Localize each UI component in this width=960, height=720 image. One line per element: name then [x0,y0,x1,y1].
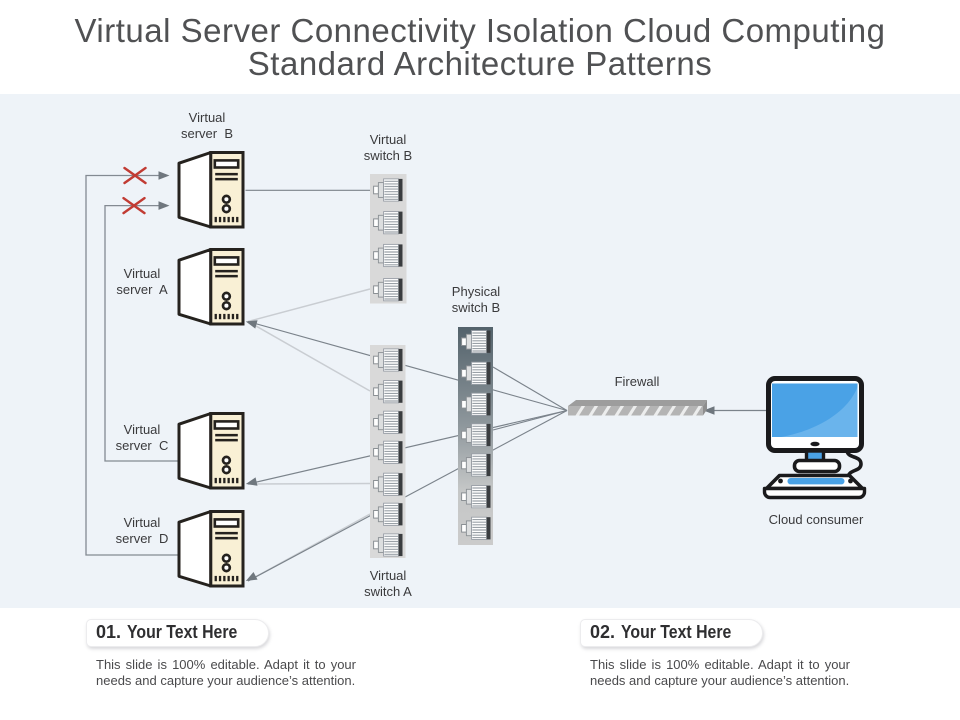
keyboard-dot-left [778,478,783,484]
link-vswitcha-to-server-c [247,482,371,485]
arrowhead-into-server-b-1 [158,171,170,180]
isolation-paths [85,174,179,556]
monitor-button [810,441,820,447]
label-virtual-server-c-line1: Virtual [123,422,161,437]
label-virtual-switch-b-line1: Virtual [369,132,407,147]
label-physical-switch-b-line1: Physical [451,284,501,299]
computer-cable [845,449,863,479]
section-01-heading: 01. Your Text Here [96,622,252,643]
label-virtual-switch-a-line2: switch A [364,584,412,599]
label-virtual-server-b-line1: Virtual [188,110,226,125]
firewall-top-face [568,400,707,406]
arrowhead-into-server-b-2 [158,201,170,210]
slide-title-line1: Virtual Server Connectivity Isolation Cl… [74,12,886,49]
link-vswitchb-to-server-a [247,288,371,323]
label-firewall: Firewall [614,374,660,389]
connection-lines-light [247,288,371,582]
link-firewall-to-physwitch-p2 [492,366,568,411]
monitor-screen-highlight [781,387,858,437]
firewall-front [568,406,703,416]
section-01-number: 01. [96,622,122,642]
section-01-body: This slide is 100% editable. Adapt it to… [96,657,356,688]
section-01-ribbon [86,618,269,647]
label-virtual-switch-b-line2: switch B [363,148,413,163]
section-02-heading-text: Your Text Here [621,622,732,642]
cloud-consumer-icon [762,376,867,500]
keyboard-dot-right [848,478,853,484]
link-firewall-to-server-d [247,409,568,582]
label-cloud-consumer: Cloud consumer [768,512,864,527]
label-physical-switch-b-line2: switch B [451,300,501,315]
arrowhead-into-server-d [243,572,258,585]
link-firewall-to-server-a [247,320,568,412]
label-virtual-server-c-line2: server C [115,438,169,453]
virtual-server-c-icon [177,412,245,490]
label-virtual-server-d-line1: Virtual [123,515,161,530]
virtual-server-d-icon [177,510,245,588]
label-virtual-server-d-line2: server D [115,531,169,546]
link-firewall-to-server-c [247,409,568,485]
physical-switch-b-icon [458,327,493,545]
monitor-stand-base [792,458,842,474]
slide-title: Virtual Server Connectivity Isolation Cl… [0,0,960,80]
section-02-heading: 02. Your Text Here [590,622,746,643]
virtual-switch-b-icon [370,174,407,304]
section-02-body: This slide is 100% editable. Adapt it to… [590,657,850,688]
connection-lines-dark [245,189,767,582]
firewall-end-face [703,400,707,416]
virtual-server-b-icon [177,151,245,229]
link-vswitcha-to-server-a [247,320,371,392]
firewall-stripes [575,406,703,416]
slide-title-line2: Standard Architecture Patterns [247,45,713,82]
virtual-switch-a-icon [370,345,406,558]
label-virtual-switch-a-line1: Virtual [369,568,407,583]
section-02-ribbon [580,618,763,647]
arrowhead-into-server-c [244,477,258,489]
label-virtual-server-a-line2: server A [116,282,168,297]
virtual-server-a-icon [177,248,245,326]
isolation-path-server-d-to-b [85,174,179,556]
section-01-heading-text: Your Text Here [127,622,238,642]
firewall-icon [568,400,707,416]
firewall-bar [568,406,703,416]
label-virtual-server-a-line1: Virtual [123,266,161,281]
keyboard-key-bar [787,478,845,485]
keyboard-base [762,486,867,500]
section-02-number: 02. [590,622,616,642]
label-virtual-server-b-line2: server B [180,126,234,141]
